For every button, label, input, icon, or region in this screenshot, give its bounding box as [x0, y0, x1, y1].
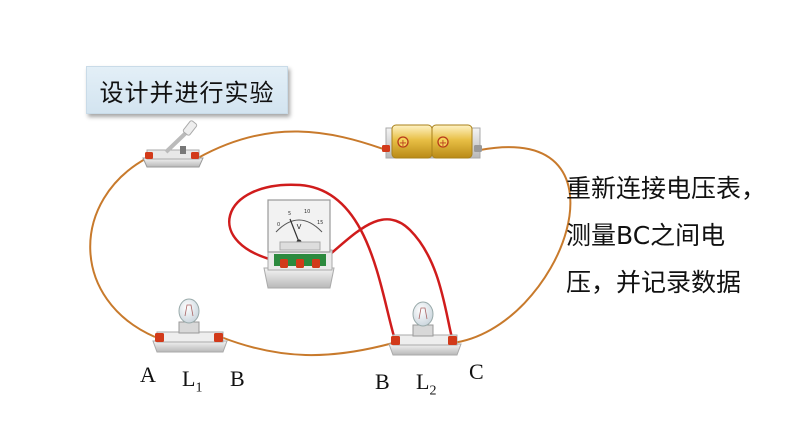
point-label-a: A — [140, 362, 156, 387]
voltmeter: V 0 5 10 15 — [263, 199, 335, 289]
svg-text:+: + — [399, 138, 407, 149]
point-label-b-right: B — [375, 369, 390, 394]
wire-switch-to-a — [89, 157, 156, 338]
switch-terminal-right — [191, 152, 199, 159]
voltmeter-unit: V — [297, 223, 302, 231]
voltmeter-terminal-3 — [312, 259, 320, 268]
svg-text:0: 0 — [277, 222, 280, 228]
switch-terminal-left — [145, 152, 153, 159]
svg-text:10: 10 — [304, 209, 310, 215]
lamp-label-l2: L2 — [416, 369, 437, 399]
voltmeter-terminal-1 — [280, 259, 288, 268]
circuit-wires — [89, 130, 572, 357]
lamp-l1 — [152, 298, 228, 353]
voltmeter-terminal-2 — [296, 259, 304, 268]
voltmeter-wires — [228, 183, 454, 341]
wire-battery-to-c — [451, 146, 572, 344]
wire-switch-to-battery — [197, 130, 387, 159]
voltmeter-wire-to-b — [228, 183, 397, 341]
section-title: 设计并进行实验 — [86, 66, 288, 114]
battery-pack: + + — [382, 124, 482, 159]
svg-text:+: + — [439, 138, 447, 149]
knife-switch — [142, 120, 204, 168]
lamp-l2 — [388, 301, 462, 356]
point-label-b-left: B — [230, 366, 245, 391]
voltmeter-wire-to-c — [317, 218, 454, 339]
svg-text:5: 5 — [288, 211, 291, 217]
wire-b-to-b — [220, 336, 394, 357]
battery-plus-icon-2 — [437, 136, 449, 148]
instruction-line-3: 压，并记录数据 — [566, 268, 742, 297]
instruction-line-2: 测量BC之间电 — [566, 221, 726, 250]
svg-text:15: 15 — [317, 220, 323, 226]
point-label-c: C — [469, 359, 484, 384]
instruction-line-1: 重新连接电压表， — [566, 174, 767, 203]
battery-plus-icon — [397, 136, 409, 148]
lamp-label-l1: L1 — [182, 366, 203, 396]
